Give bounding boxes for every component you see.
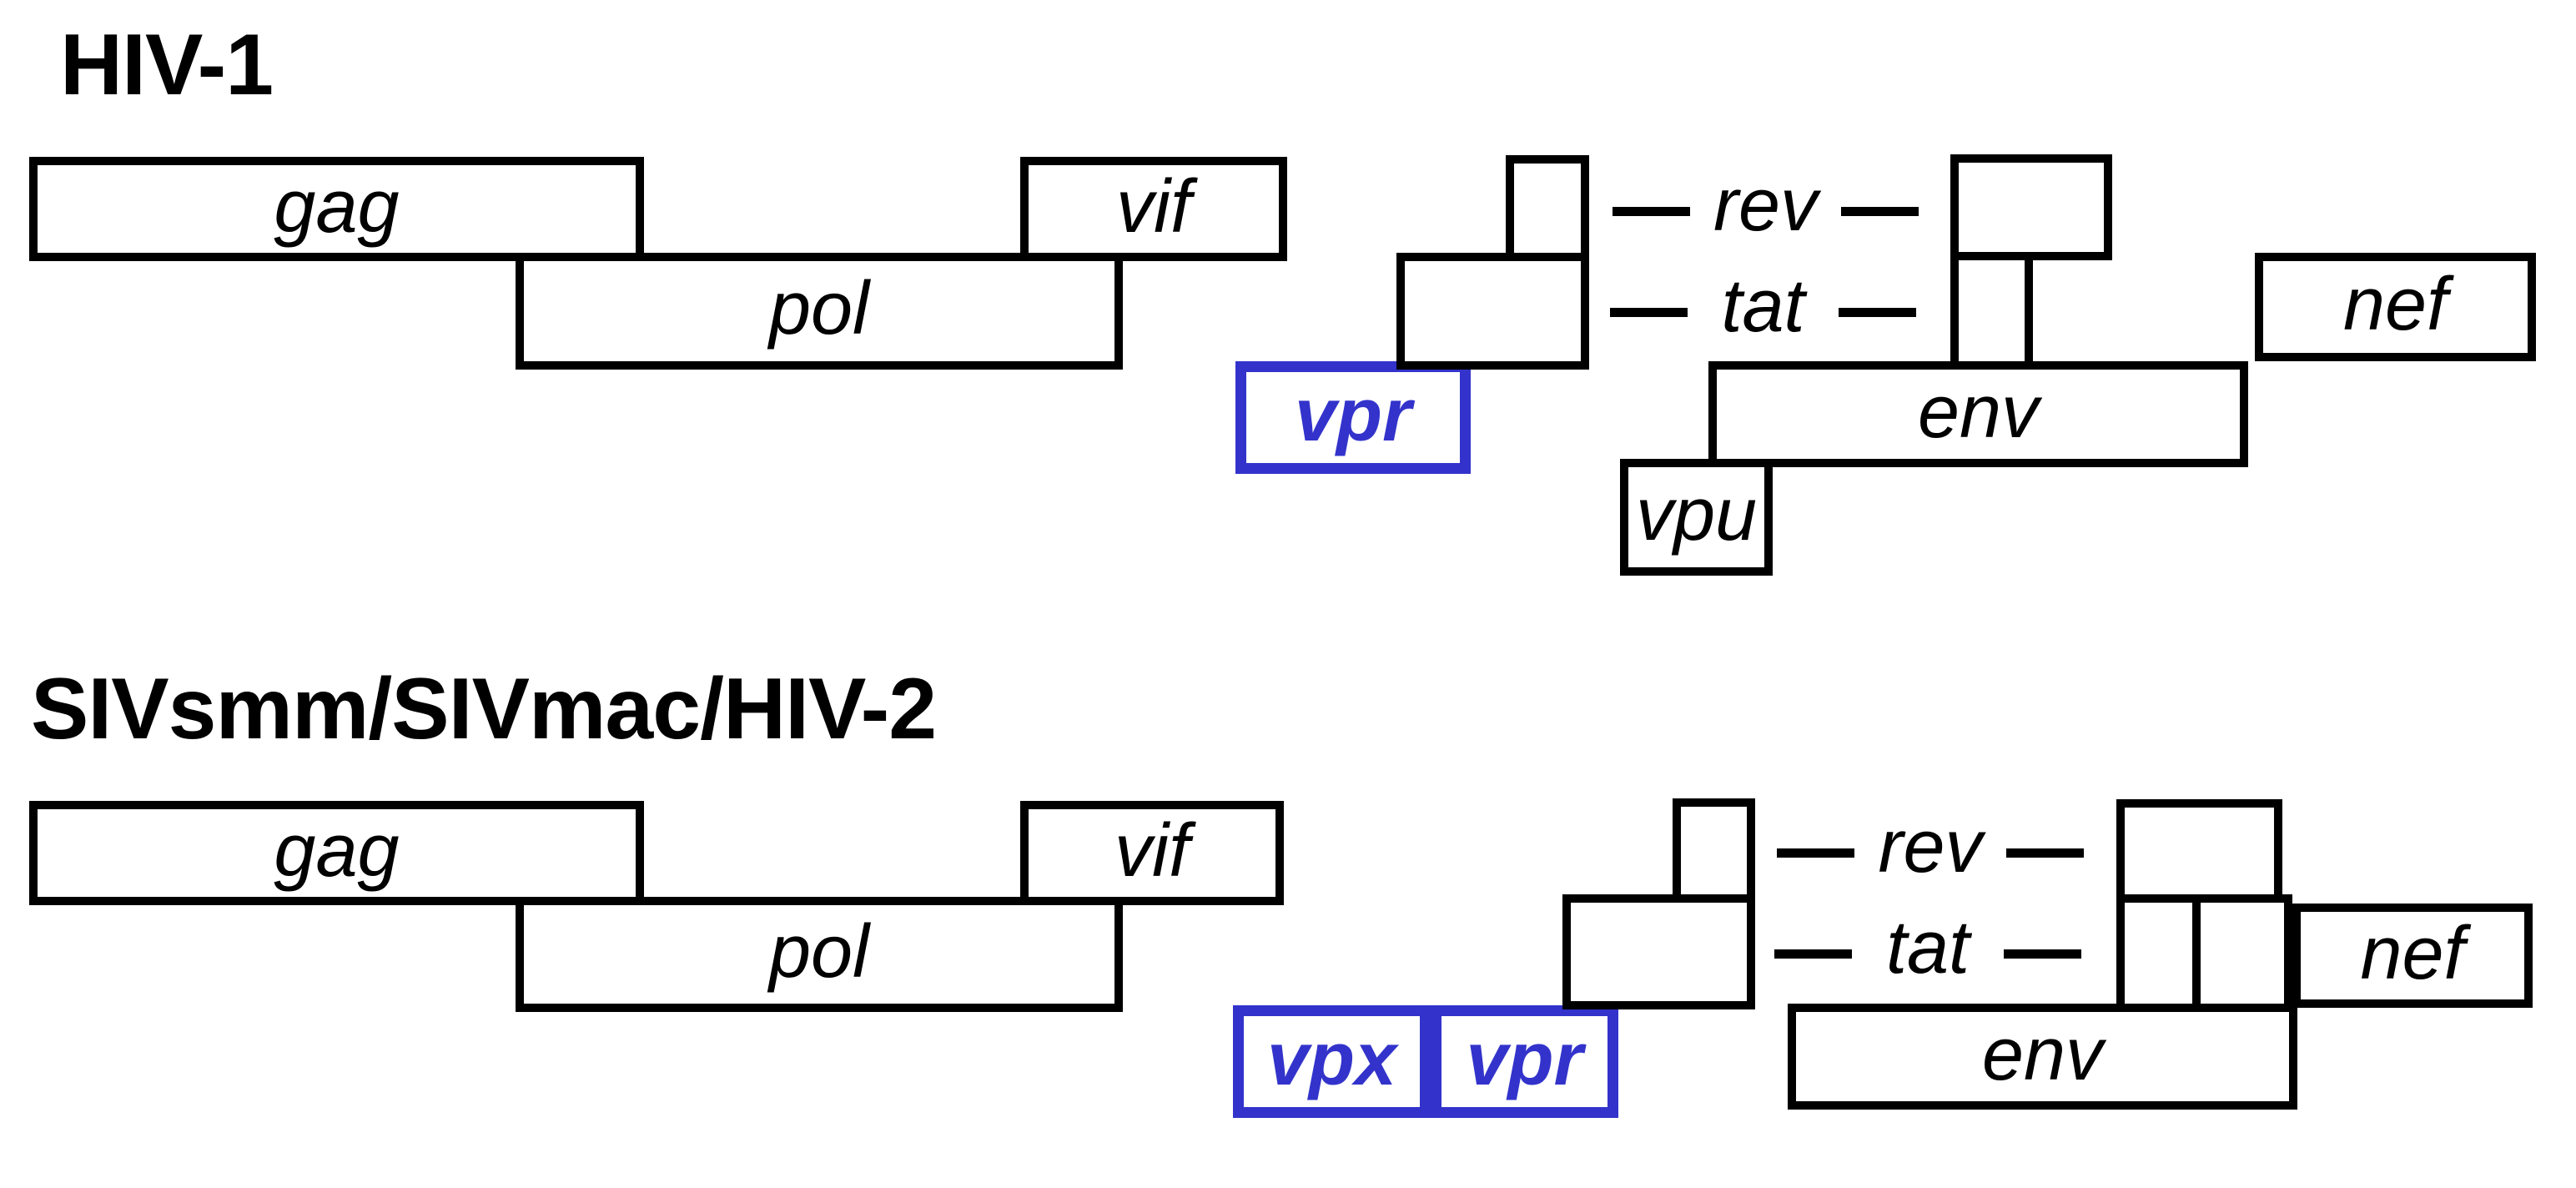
siv-env-label: env — [1981, 1012, 2104, 1096]
siv-nef-box: nef — [2292, 904, 2533, 1008]
siv-rev-exon2-connector-box — [2192, 894, 2292, 1012]
tat-dash-right — [2003, 949, 2081, 959]
siv-rev-label: rev — [1878, 805, 1983, 888]
hiv1-rev-exon2-box — [1950, 154, 2112, 260]
hiv1-rev-label-group: rev — [1613, 163, 1919, 259]
hiv1-env-box: env — [1708, 361, 2248, 467]
rev-dash-left — [1777, 848, 1854, 858]
siv-tat-label: tat — [1885, 906, 1970, 989]
hiv1-gag-label: gag — [274, 164, 400, 249]
siv-vpr-box: vpr — [1431, 1005, 1618, 1118]
hiv1-gag-box: gag — [29, 157, 644, 261]
hiv1-nef-label: nef — [2342, 263, 2448, 346]
tat-dash-right — [1838, 307, 1916, 317]
hiv1-tat-label: tat — [1721, 264, 1805, 348]
hiv1-title: HIV-1 — [60, 17, 274, 113]
rev-dash-right — [1841, 206, 1919, 216]
hiv1-nef-box: nef — [2255, 253, 2536, 361]
rev-dash-left — [1613, 206, 1690, 216]
tat-dash-left — [1610, 307, 1688, 317]
siv-vpx-box: vpx — [1233, 1005, 1431, 1118]
hiv1-vif-box: vif — [1020, 157, 1287, 261]
siv-rev-label-group: rev — [1777, 804, 2084, 901]
hiv1-pol-label: pol — [768, 267, 870, 350]
hiv1-vpu-box: vpu — [1620, 459, 1773, 576]
hiv1-vpu-label: vpu — [1635, 473, 1758, 556]
siv-title: SIVsmm/SIVmac/HIV-2 — [31, 661, 937, 758]
siv-vpx-label: vpx — [1266, 1017, 1397, 1101]
siv-nef-label: nef — [2360, 911, 2465, 995]
hiv1-tat-label-group: tat — [1610, 264, 1916, 360]
siv-vif-box: vif — [1020, 801, 1284, 905]
siv-env-box: env — [1788, 1004, 2297, 1110]
tat-dash-left — [1774, 949, 1852, 959]
siv-gag-label: gag — [274, 808, 400, 893]
siv-gag-box: gag — [29, 801, 644, 905]
hiv1-rev-exon1-box — [1506, 155, 1589, 261]
hiv1-pol-box: pol — [516, 253, 1123, 370]
siv-pol-box: pol — [516, 897, 1123, 1012]
siv-pol-label: pol — [768, 910, 870, 994]
siv-tat-exon1-box — [1562, 894, 1755, 1009]
siv-rev-exon2-box — [2116, 799, 2282, 903]
siv-tat-exon2-box — [2116, 894, 2201, 1012]
siv-tat-label-group: tat — [1774, 905, 2081, 1002]
hiv1-rev-label: rev — [1713, 164, 1819, 247]
siv-vif-label: vif — [1114, 808, 1190, 893]
siv-rev-exon1-box — [1673, 798, 1755, 903]
hiv1-vif-label: vif — [1116, 164, 1191, 249]
siv-vpr-label: vpr — [1466, 1017, 1583, 1101]
hiv1-tat-exon1-box — [1396, 253, 1589, 370]
hiv1-tat-exon2-box — [1950, 252, 2033, 370]
hiv1-env-label: env — [1917, 370, 2040, 454]
hiv1-vpr-box: vpr — [1235, 361, 1471, 474]
hiv1-vpr-label: vpr — [1294, 373, 1412, 457]
rev-dash-right — [2006, 848, 2084, 858]
